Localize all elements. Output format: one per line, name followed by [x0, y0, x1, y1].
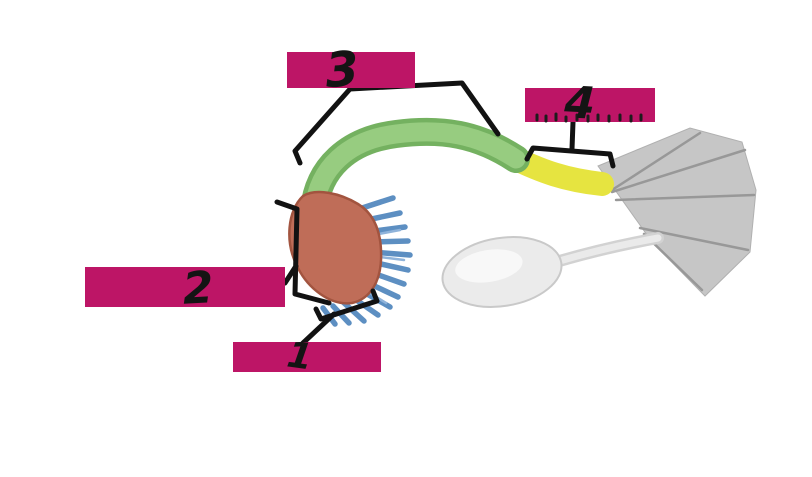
label-number-4: 4 — [562, 77, 596, 130]
label-number-2: 2 — [181, 262, 214, 315]
ovarian-ligament — [552, 234, 662, 266]
bracket-2 — [274, 199, 332, 306]
obscured-text-fragment — [535, 112, 643, 123]
bracket-3 — [292, 80, 501, 166]
ovary-highlight — [455, 249, 523, 283]
answer-box-3[interactable] — [287, 52, 415, 88]
answer-box-1[interactable] — [233, 342, 381, 372]
ampulla-segment-inner — [304, 122, 526, 220]
bracket-1 — [300, 288, 380, 346]
bracket-4 — [524, 119, 616, 169]
label-number-3: 3 — [323, 41, 360, 99]
infundibulum — [288, 190, 383, 305]
handwritten-numbers: 3 4 2 1 — [181, 41, 596, 379]
answer-box-2[interactable] — [85, 267, 285, 307]
label-number-1: 1 — [285, 334, 316, 378]
brackets — [274, 80, 616, 346]
